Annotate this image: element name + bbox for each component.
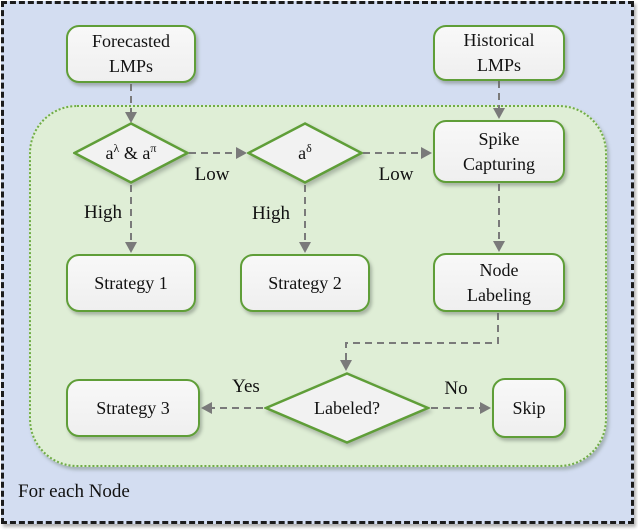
node-strategy-2: Strategy 2 [240, 254, 370, 312]
decision-label-part: & a [119, 142, 151, 163]
decision-label: aλ & aπ [105, 140, 157, 164]
node-spike-capturing: Spike Capturing [433, 120, 565, 183]
decision-label: Labeled? [314, 397, 380, 418]
edge-label-high-2: High [252, 203, 290, 224]
decision-label: aδ [298, 140, 312, 164]
edge-label-yes: Yes [232, 376, 260, 397]
decision-labeled: Labeled? [264, 372, 430, 444]
decision-label-sup: π [150, 140, 157, 155]
node-label-line: Spike [478, 128, 520, 149]
node-label-line: Strategy 3 [96, 397, 170, 418]
node-forecasted-lmps: Forecasted LMPs [66, 25, 196, 83]
decision-label-part: a [105, 142, 114, 163]
node-label-line: Capturing [463, 153, 535, 174]
node-historical-lmps: Historical LMPs [433, 25, 565, 81]
node-label-line: Skip [512, 397, 546, 418]
node-label-line: Strategy 2 [268, 272, 342, 293]
node-label-line: LMPs [476, 55, 521, 75]
diamond-shape [264, 372, 430, 444]
edge-label-low-2: Low [378, 164, 414, 185]
node-strategy-3: Strategy 3 [66, 379, 200, 437]
diamond-shape [73, 122, 189, 184]
edge-label-low-1: Low [194, 164, 230, 185]
node-node-labeling: Node Labeling [433, 253, 565, 312]
node-skip: Skip [492, 378, 566, 438]
node-label-line: LMPs [108, 56, 153, 76]
diamond-shape [247, 122, 363, 184]
edge-label-high-1: High [84, 202, 122, 223]
decision-label-sup: δ [306, 140, 312, 155]
decision-label-sup: λ [113, 140, 120, 155]
node-label-line: Node [479, 259, 519, 280]
decision-action-delta: aδ [247, 122, 363, 184]
node-strategy-1: Strategy 1 [66, 254, 196, 312]
node-label-line: Historical [463, 30, 535, 50]
node-label-line: Labeling [467, 284, 531, 305]
node-label-line: Strategy 1 [94, 272, 168, 293]
decision-label-part: a [298, 142, 307, 163]
decision-action-lambda-pi: aλ & aπ [73, 122, 189, 184]
frame-label: For each Node [18, 481, 130, 502]
node-label-line: Forecasted [92, 31, 170, 51]
edge-label-no: No [444, 378, 468, 399]
